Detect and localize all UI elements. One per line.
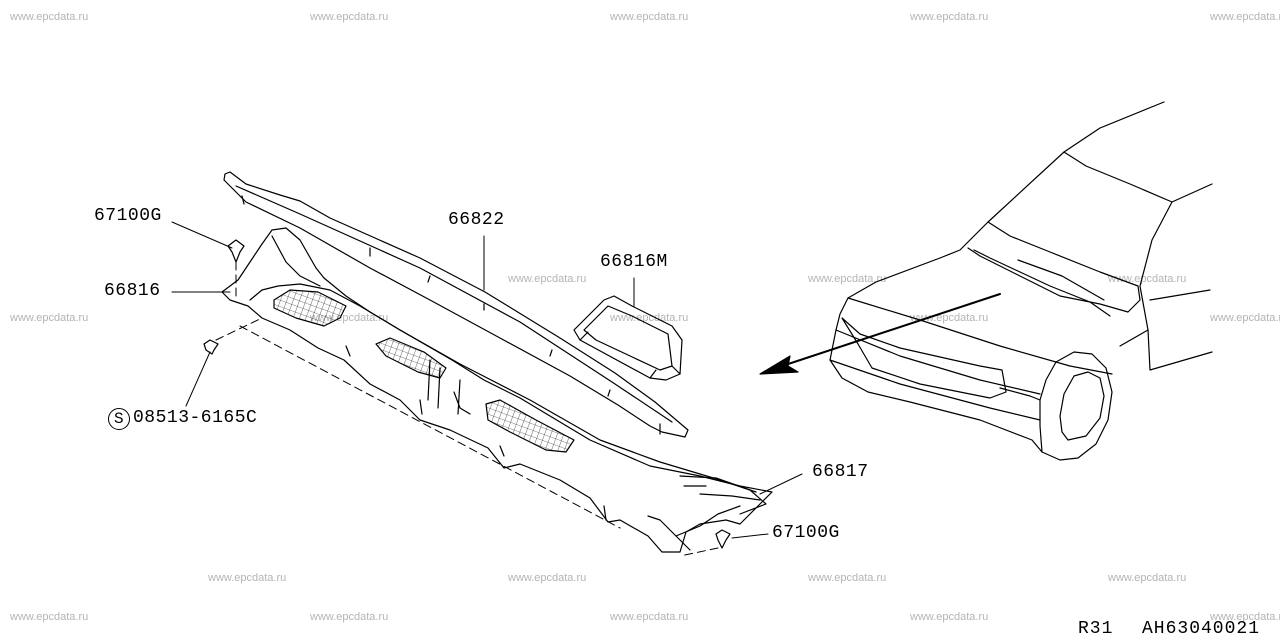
direction-arrow [759, 293, 1001, 375]
watermark: www.epcdata.ru [610, 11, 689, 23]
leader-lines [171, 221, 803, 539]
alignment-lines [215, 261, 719, 557]
part-label-66822: 66822 [448, 210, 505, 230]
watermark: www.epcdata.ru [10, 611, 89, 623]
clip-67100g-bottom [715, 529, 731, 549]
watermark: www.epcdata.ru [910, 611, 989, 623]
part-label-67100g-top: 67100G [94, 206, 162, 226]
watermark: www.epcdata.ru [1210, 611, 1280, 623]
vehicle-front-illustration [829, 101, 1213, 461]
watermark: www.epcdata.ru [10, 312, 89, 324]
part-66817-cowl-top-grille [221, 227, 773, 553]
part-66816M-rubber-piece [573, 295, 683, 381]
part-66822-seal-strip [223, 171, 689, 438]
watermark: www.epcdata.ru [508, 572, 587, 584]
standard-part-symbol: S [108, 408, 130, 430]
part-label-66816m: 66816M [600, 252, 668, 272]
part-label-66816: 66816 [104, 281, 161, 301]
watermark: www.epcdata.ru [10, 11, 89, 23]
part-label-67100g-bottom: 67100G [772, 523, 840, 543]
watermark: www.epcdata.ru [1210, 312, 1280, 324]
part-number-08513: 08513-6165C [133, 408, 258, 428]
watermark: www.epcdata.ru [208, 572, 287, 584]
watermark: www.epcdata.ru [808, 273, 887, 285]
watermark: www.epcdata.ru [610, 611, 689, 623]
watermark: www.epcdata.ru [310, 11, 389, 23]
clip-67100g-top [227, 239, 245, 263]
watermark: www.epcdata.ru [508, 273, 587, 285]
watermark: www.epcdata.ru [910, 312, 989, 324]
watermark: www.epcdata.ru [910, 11, 989, 23]
watermark: www.epcdata.ru [1108, 572, 1187, 584]
screw-08513 [203, 339, 219, 355]
part-label-66817: 66817 [812, 462, 869, 482]
illustration-code: AH63040021 [1142, 619, 1261, 639]
watermark: www.epcdata.ru [310, 611, 389, 623]
watermark: www.epcdata.ru [808, 572, 887, 584]
watermark: www.epcdata.ru [1210, 11, 1280, 23]
model-code: R31 [1078, 619, 1114, 639]
